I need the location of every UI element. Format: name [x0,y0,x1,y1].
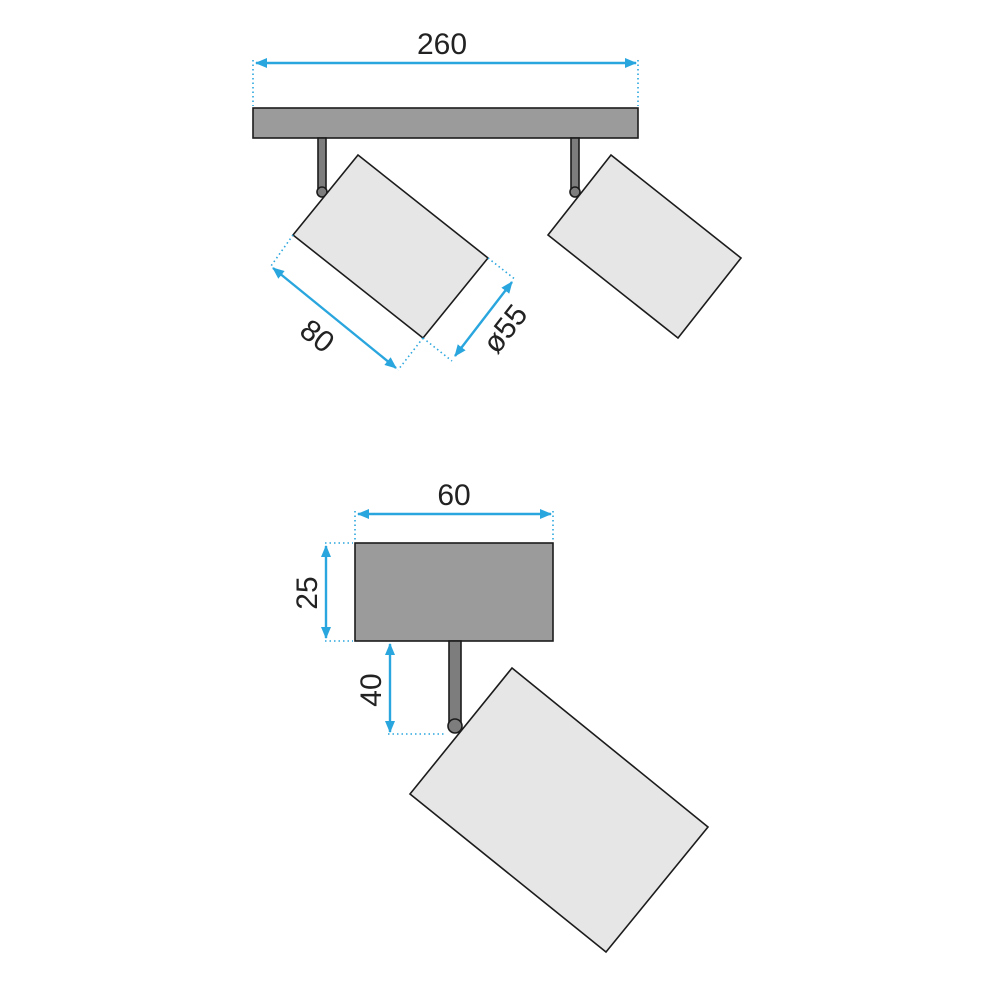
shade [408,666,710,954]
base-height-label: 25 [291,576,324,609]
double-spot-view: 260 80 ø55 [252,28,743,371]
dimension-base-height: 25 [291,542,353,642]
dimension-arrow [454,281,513,357]
single-spot-view: 60 25 40 [291,479,710,954]
right-stem [570,137,580,193]
base-width-label: 60 [437,479,470,512]
stem [448,640,462,728]
stem-height-label: 40 [355,673,388,706]
base-block [354,542,554,642]
dimension-base-width: 60 [354,479,554,541]
left-stem [317,137,327,193]
dimension-stem-height: 40 [355,643,446,735]
right-shade [546,153,743,340]
mounting-bar [252,107,639,139]
total-width-label: 260 [417,28,467,61]
extension-line [397,337,424,371]
pivot [447,718,463,734]
extension-line [422,337,453,362]
shade-length-label: 80 [294,313,341,360]
dimension-total-width: 260 [252,28,639,106]
right-spot [546,137,743,340]
right-pivot [569,186,581,198]
extension-line [270,234,294,267]
shade-diameter-label: ø55 [477,299,535,360]
dimension-shade-length: 80 [270,234,424,371]
dimension-arrow [272,267,397,369]
extension-line [487,257,517,281]
